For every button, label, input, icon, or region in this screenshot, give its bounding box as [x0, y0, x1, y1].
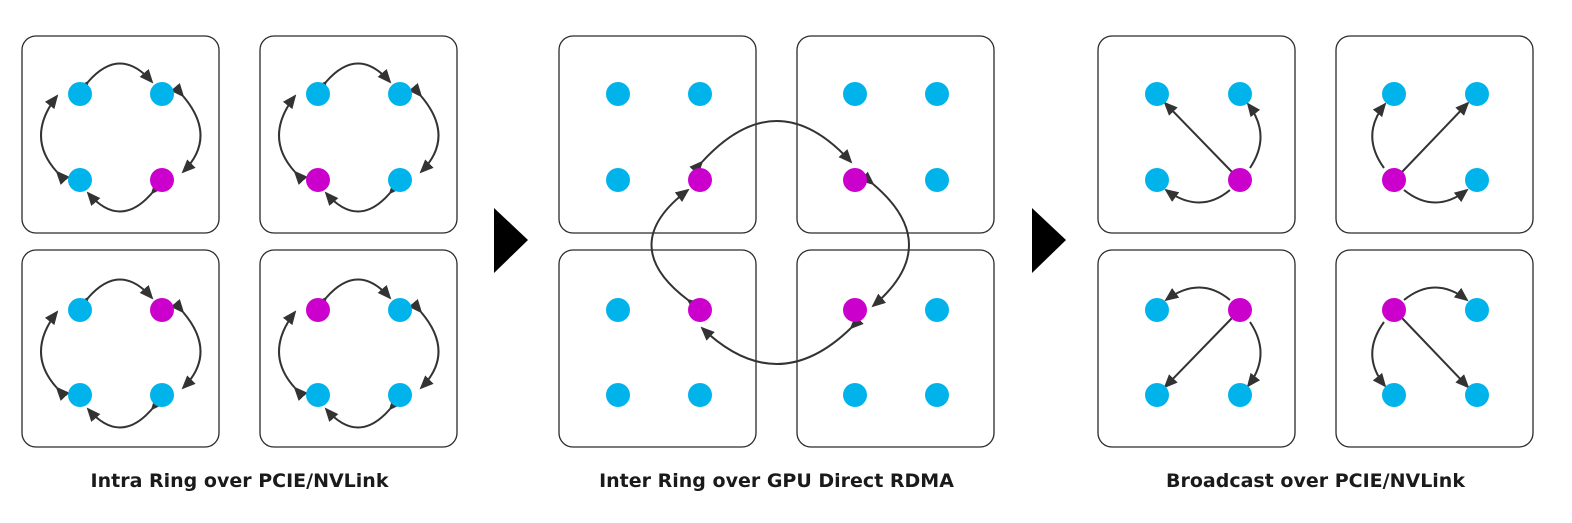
gpu-node	[388, 383, 412, 407]
gpu-node	[1145, 82, 1169, 106]
server-box	[1097, 249, 1296, 448]
gpu-node	[388, 82, 412, 106]
gpu-node	[1228, 82, 1252, 106]
intra-ring-panel	[21, 35, 458, 448]
gpu-node	[688, 82, 712, 106]
play-triangle-icon	[1032, 208, 1066, 273]
server-box	[1335, 249, 1534, 448]
gpu-node	[68, 298, 92, 322]
gpu-node	[925, 168, 949, 192]
inter-ring-caption: Inter Ring over GPU Direct RDMA	[599, 470, 954, 492]
gpu-node	[388, 168, 412, 192]
gpu-node	[688, 383, 712, 407]
gpu-node	[843, 383, 867, 407]
root-gpu-node	[1228, 168, 1252, 192]
gpu-node	[306, 82, 330, 106]
root-gpu-node	[688, 168, 712, 192]
root-gpu-node	[843, 298, 867, 322]
gpu-node	[1145, 383, 1169, 407]
gpu-node	[606, 298, 630, 322]
gpu-node	[1145, 168, 1169, 192]
gpu-node	[68, 168, 92, 192]
gpu-node	[1382, 383, 1406, 407]
gpu-node	[150, 383, 174, 407]
gpu-node	[1228, 383, 1252, 407]
root-gpu-node	[150, 168, 174, 192]
server-box	[259, 249, 458, 448]
gpu-node	[925, 298, 949, 322]
gpu-node	[843, 82, 867, 106]
server-box	[558, 35, 757, 234]
gpu-node	[925, 82, 949, 106]
intra-ring-caption: Intra Ring over PCIE/NVLink	[90, 470, 389, 492]
gpu-node	[1145, 298, 1169, 322]
root-gpu-node	[688, 298, 712, 322]
server-box	[21, 249, 220, 448]
root-gpu-node	[843, 168, 867, 192]
gpu-node	[1465, 82, 1489, 106]
play-triangle-icon	[494, 208, 528, 273]
gpu-node	[150, 82, 174, 106]
server-box	[259, 35, 458, 234]
gpu-node	[68, 82, 92, 106]
server-box	[1335, 35, 1534, 234]
gpu-node	[1465, 383, 1489, 407]
gpu-node	[306, 383, 330, 407]
server-box	[1097, 35, 1296, 234]
gpu-node	[606, 82, 630, 106]
root-gpu-node	[306, 298, 330, 322]
gpu-node	[925, 383, 949, 407]
root-gpu-node	[1228, 298, 1252, 322]
inter-ring-panel	[558, 35, 995, 448]
gpu-node	[1382, 82, 1406, 106]
gpu-node	[606, 383, 630, 407]
root-gpu-node	[1382, 298, 1406, 322]
server-box	[21, 35, 220, 234]
broadcast-caption: Broadcast over PCIE/NVLink	[1166, 470, 1465, 492]
gpu-node	[388, 298, 412, 322]
broadcast-panel	[1097, 35, 1534, 448]
gpu-node	[1465, 168, 1489, 192]
root-gpu-node	[1382, 168, 1406, 192]
root-gpu-node	[150, 298, 174, 322]
root-gpu-node	[306, 168, 330, 192]
gpu-node	[606, 168, 630, 192]
gpu-node	[1465, 298, 1489, 322]
server-box	[796, 35, 995, 234]
gpu-node	[68, 383, 92, 407]
